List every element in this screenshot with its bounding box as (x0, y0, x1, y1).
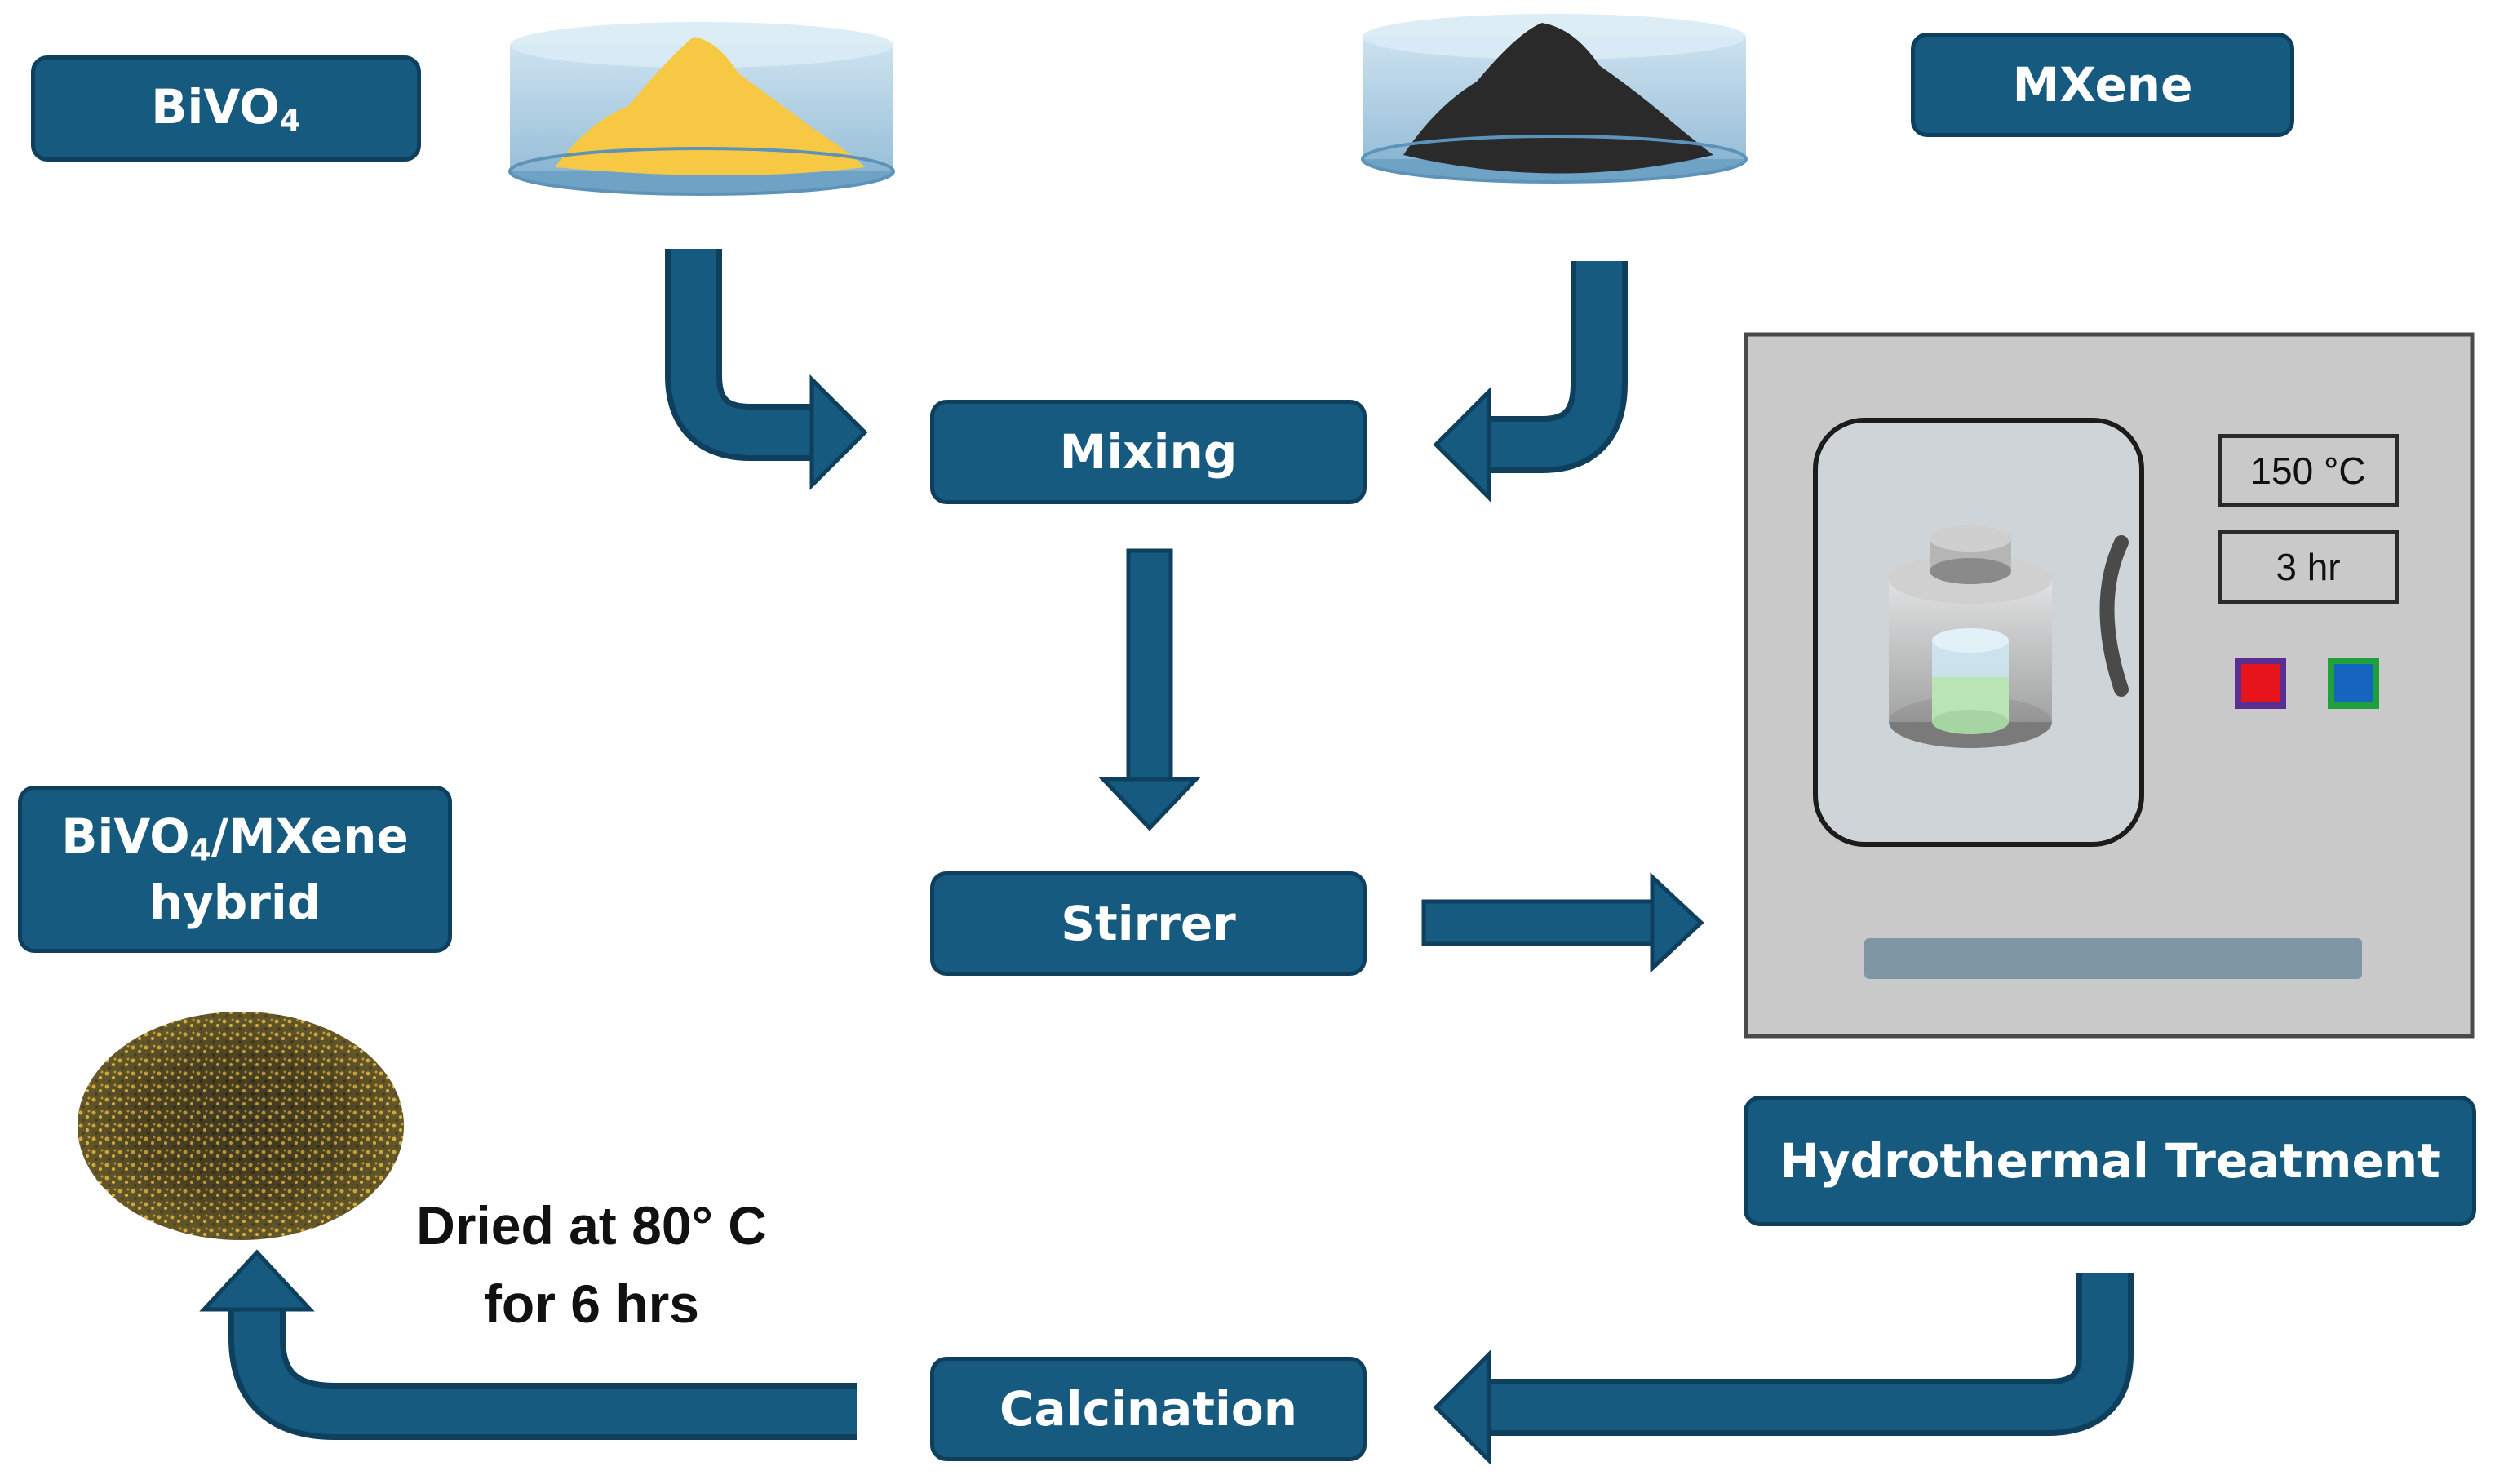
blue-indicator-icon (2328, 658, 2379, 709)
bivo4-dish-icon (508, 22, 895, 196)
drying-note-line1: Dried at 80° C (416, 1195, 767, 1256)
hybrid-powder-icon (78, 1012, 404, 1240)
bivo4-box: BiVO4 (31, 55, 421, 162)
mxene-powder-icon (1403, 23, 1713, 174)
calcination-box: Calcination (930, 1357, 1367, 1461)
arrow-stirrer-to-oven (1421, 872, 1704, 973)
hydrothermal-treatment-box: Hydrothermal Treatment (1744, 1096, 2476, 1226)
arrow-bivo4-to-mixing (665, 249, 868, 491)
autoclave-jar-icon (1889, 525, 2052, 748)
red-indicator-icon (2235, 658, 2286, 709)
temperature-display: 150 °C (2218, 434, 2399, 507)
bivo4-label: BiVO4 (151, 78, 301, 139)
oven-handle-icon (2099, 535, 2129, 697)
arrow-mixing-to-stirrer (1098, 548, 1201, 831)
drying-note-line2: for 6 hrs (483, 1273, 700, 1334)
oven-slot (1864, 938, 2362, 979)
stirrer-label: Stirrer (1061, 896, 1236, 951)
hydrothermal-treatment-label: Hydrothermal Treatment (1779, 1133, 2440, 1189)
mixing-box: Mixing (930, 400, 1367, 504)
time-display: 3 hr (2218, 530, 2399, 604)
bivo4-powder-icon (555, 37, 865, 175)
mxene-label: MXene (2012, 57, 2193, 113)
arrow-calcination-to-hybrid (199, 1249, 857, 1440)
hybrid-box: BiVO4/MXene hybrid (18, 786, 452, 953)
drying-note: Dried at 80° C for 6 hrs (371, 1187, 812, 1343)
mxene-box: MXene (1911, 33, 2294, 137)
calcination-label: Calcination (999, 1381, 1298, 1437)
arrow-mxene-to-mixing (1433, 261, 1628, 503)
stirrer-box: Stirrer (930, 871, 1367, 976)
arrow-hydrothermal-to-calcination (1433, 1273, 2134, 1466)
hybrid-label-line2: hybrid (148, 875, 321, 930)
mixing-label: Mixing (1059, 424, 1238, 480)
hybrid-label-line1: BiVO4/MXene (61, 808, 409, 868)
mxene-dish-icon (1361, 14, 1748, 184)
